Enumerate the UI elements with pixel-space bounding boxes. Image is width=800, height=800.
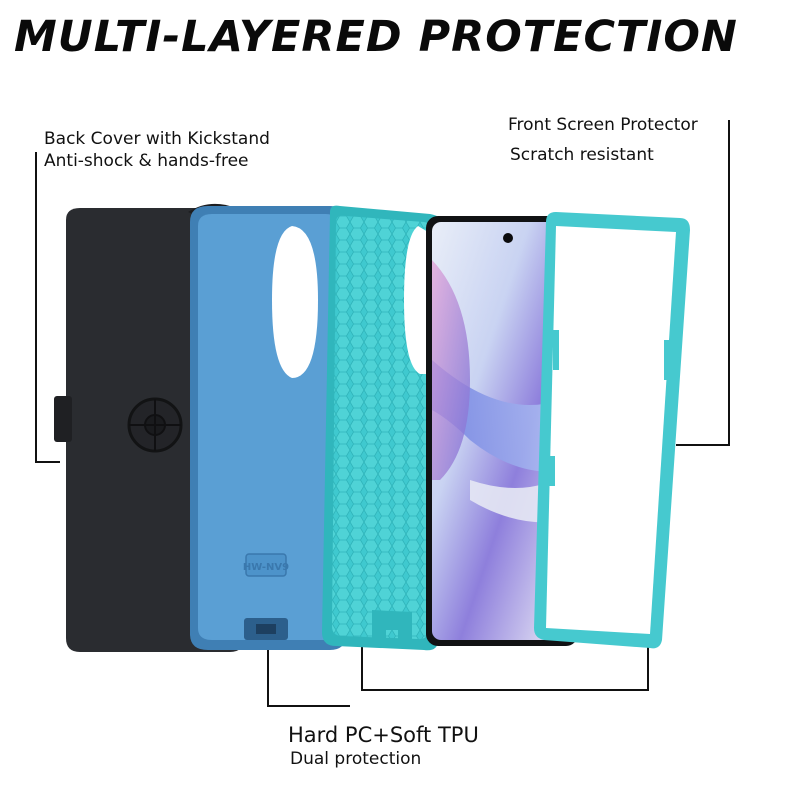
callout-screen-protector-subtitle: Scratch resistant (510, 145, 654, 165)
leader-lines (35, 120, 730, 707)
leader-line-pc-shell (267, 650, 350, 707)
screen-frame (534, 212, 690, 649)
page-title: MULTI-LAYERED PROTECTION (14, 12, 738, 62)
callout-back-cover-title: Back Cover with Kickstand (44, 129, 270, 149)
leader-line-screen-protector (676, 120, 730, 446)
hard-pc-shell: HW-NV9 (190, 206, 346, 650)
model-emboss-text: HW-NV9 (243, 562, 289, 573)
callout-pc-tpu-title: Hard PC+Soft TPU (288, 723, 479, 747)
leader-line-tpu (361, 640, 649, 691)
front-camera-icon (503, 233, 513, 243)
soft-tpu-inner (322, 205, 444, 651)
callout-back-cover-subtitle: Anti-shock & hands-free (44, 151, 249, 171)
callout-screen-protector-title: Front Screen Protector (508, 115, 698, 135)
callout-screen-protector: Front Screen Protector Scratch resistant (508, 114, 698, 166)
callout-pc-tpu: Hard PC+Soft TPU Dual protection (288, 722, 479, 770)
callout-pc-tpu-subtitle: Dual protection (290, 749, 422, 769)
leader-line-back-cover (35, 152, 60, 463)
callout-back-cover: Back Cover with Kickstand Anti-shock & h… (44, 128, 270, 172)
